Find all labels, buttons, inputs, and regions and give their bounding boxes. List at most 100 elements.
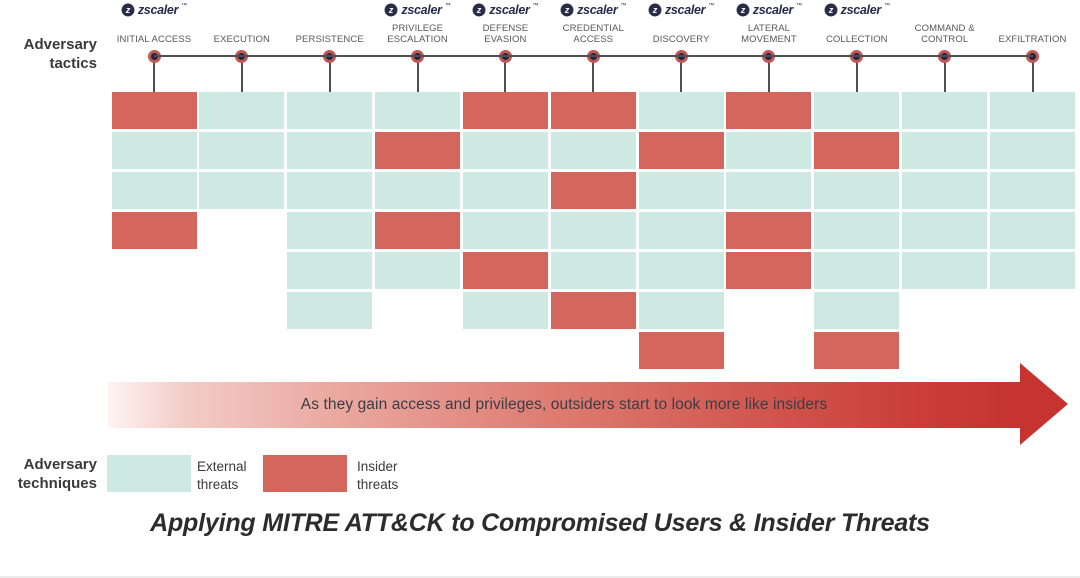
tactic-label: EXECUTION <box>213 33 270 45</box>
page-title: Applying MITRE ATT&CK to Compromised Use… <box>150 509 930 537</box>
svg-text:z: z <box>740 5 746 15</box>
legend-swatch-insider <box>263 455 347 492</box>
zscaler-logo-text: zscaler <box>752 3 794 17</box>
timeline-connector <box>416 56 419 92</box>
technique-cell-insider <box>462 91 548 129</box>
technique-cell-insider <box>814 331 900 369</box>
technique-cell-external <box>550 211 636 249</box>
legend-label-insider: Insider threats <box>357 459 399 492</box>
zscaler-logo-icon: z <box>121 3 135 17</box>
timeline-connector <box>1031 56 1034 92</box>
technique-cell-insider <box>462 251 548 289</box>
tactic-label: DISCOVERY <box>652 33 710 45</box>
zscaler-logo-tm: ™ <box>181 3 188 9</box>
technique-cell-insider <box>638 331 724 369</box>
zscaler-logo-text: zscaler <box>401 3 442 17</box>
technique-cell-external <box>990 211 1075 249</box>
tactic-label: PERSISTENCE <box>295 33 364 45</box>
zscaler-logo-tm: ™ <box>883 3 890 9</box>
svg-text:z: z <box>125 5 131 15</box>
zscaler-logo-icon: z <box>736 3 750 17</box>
technique-cell-insider <box>111 91 197 129</box>
technique-cell-external <box>902 131 988 169</box>
svg-text:z: z <box>827 5 833 15</box>
technique-cell-external <box>111 171 197 209</box>
technique-cell-external <box>902 251 988 289</box>
zscaler-logo-icon: z <box>824 3 838 17</box>
timeline-connector <box>328 56 331 92</box>
timeline-connector <box>153 56 155 92</box>
zscaler-logo-text: zscaler <box>577 3 618 17</box>
zscaler-logo-tm: ™ <box>532 3 539 9</box>
technique-cell-external <box>902 211 988 249</box>
timeline-connector <box>767 56 770 92</box>
technique-cell-external <box>199 171 285 209</box>
technique-cell-insider <box>726 251 812 289</box>
technique-cell-external <box>814 251 900 289</box>
zscaler-logo-text: zscaler <box>840 3 882 17</box>
technique-cell-insider <box>550 171 636 209</box>
technique-cell-external <box>814 91 900 129</box>
technique-cell-insider <box>814 131 900 169</box>
tactic-label: INITIAL ACCESS <box>116 33 192 45</box>
tactic-label: DEFENSE EVASION <box>482 22 529 45</box>
flow-arrow: As they gain access and privileges, outs… <box>108 382 1020 428</box>
zscaler-logo-text: zscaler <box>489 3 530 17</box>
technique-cell-external <box>550 131 636 169</box>
technique-cell-external <box>287 251 373 289</box>
technique-cell-external <box>726 171 812 209</box>
technique-cell-external <box>814 171 900 209</box>
timeline-connector <box>943 56 946 92</box>
legend-swatch-external <box>107 455 191 492</box>
tactic-label: PRIVILEGE ESCALATION <box>387 22 448 45</box>
zscaler-logo-tm: ™ <box>444 3 451 9</box>
technique-cell-external <box>287 171 373 209</box>
tactic-label: COMMAND & CONTROL <box>914 22 975 45</box>
technique-cell-external <box>550 251 636 289</box>
tactic-label: COLLECTION <box>825 33 888 45</box>
technique-cell-external <box>902 171 988 209</box>
technique-cell-external <box>990 91 1075 129</box>
technique-cell-external <box>638 291 724 329</box>
zscaler-logo-icon: z <box>384 3 398 17</box>
svg-text:z: z <box>388 5 394 15</box>
technique-cell-insider <box>726 91 812 129</box>
technique-cell-insider <box>550 91 636 129</box>
technique-cell-external <box>990 131 1075 169</box>
timeline <box>154 55 1033 57</box>
bottom-divider <box>0 576 1080 578</box>
technique-cell-insider <box>111 211 197 249</box>
timeline-connector <box>504 56 507 92</box>
zscaler-logo-icon: z <box>472 3 486 17</box>
technique-cell-external <box>375 251 461 289</box>
technique-cell-external <box>462 211 548 249</box>
legend-label-external: External threats <box>197 459 247 492</box>
timeline-connector <box>592 56 595 92</box>
technique-cell-external <box>990 171 1075 209</box>
technique-cell-external <box>199 131 285 169</box>
timeline-connector <box>855 56 858 92</box>
technique-cell-external <box>814 211 900 249</box>
zscaler-logo-text: zscaler <box>664 3 706 17</box>
technique-cell-external <box>462 171 548 209</box>
zscaler-logo-icon: z <box>648 3 662 17</box>
svg-text:z: z <box>476 5 482 15</box>
flow-arrow-text: As they gain access and privileges, outs… <box>300 396 828 413</box>
technique-cell-insider <box>550 291 636 329</box>
timeline-connector <box>680 56 683 92</box>
technique-cell-external <box>111 131 197 169</box>
technique-cell-external <box>199 91 285 129</box>
adversary-tactics-label: Adversary tactics <box>23 36 97 72</box>
technique-cell-external <box>462 131 548 169</box>
technique-cell-external <box>990 251 1075 289</box>
technique-cell-external <box>287 91 373 129</box>
technique-cell-external <box>638 211 724 249</box>
technique-cell-external <box>375 171 461 209</box>
tactic-label: CREDENTIAL ACCESS <box>562 22 624 45</box>
technique-cell-external <box>462 291 548 329</box>
